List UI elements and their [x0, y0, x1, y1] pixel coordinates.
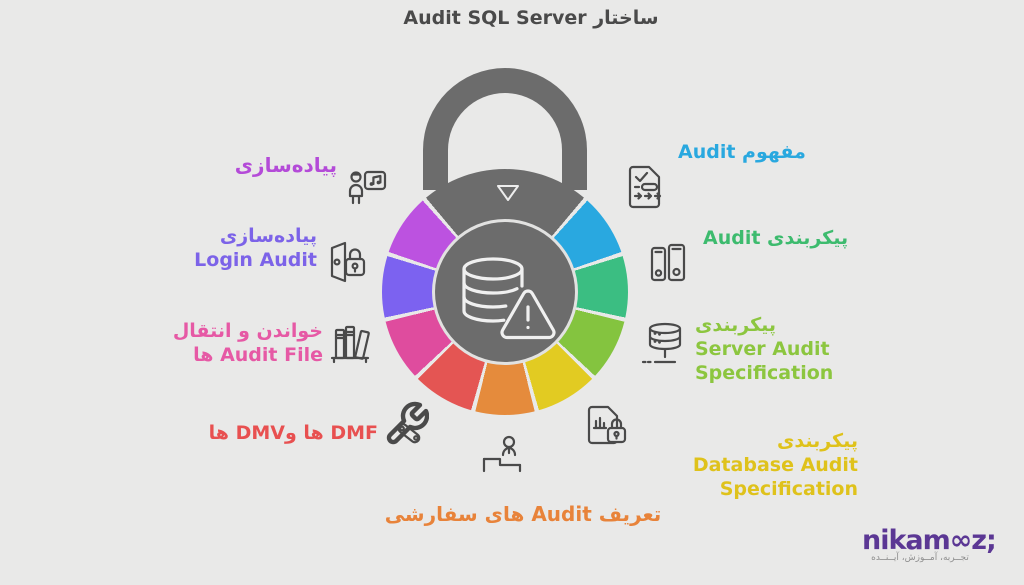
triangle-down-icon — [496, 184, 520, 202]
nikamooz-logo: nikam∞z; — [862, 525, 997, 556]
label-implementation: پیاده‌سازی — [234, 153, 337, 177]
person-desk-icon — [479, 434, 527, 478]
label-configure-audit: پیکربندی Audit — [703, 227, 849, 249]
audit-document-icon — [622, 163, 668, 211]
person-board-icon — [343, 164, 391, 210]
label-audit-files: خواندن و انتقال Audit File ها — [172, 320, 323, 366]
label-login-audit: پیاده‌سازی Login Audit — [194, 225, 317, 271]
label-dmv-dmf: DMF ها وDMV ها — [208, 422, 378, 444]
label-server-audit-spec: پیکربندی Server Audit Specification — [695, 314, 834, 384]
binders-icon — [646, 240, 690, 286]
database-warning-icon — [447, 247, 567, 351]
document-chart-lock-icon — [584, 402, 632, 450]
page-title: ساختار Audit SQL Server — [403, 7, 659, 29]
logo-tagline: تجــربه، آمــوزش، آیــنــده — [871, 553, 969, 563]
server-icon — [640, 320, 690, 370]
label-database-audit-spec: پیکربندی Database Audit Specification — [692, 430, 858, 500]
door-lock-icon — [322, 240, 368, 284]
label-audit-concept: مفهوم Audit — [678, 141, 806, 163]
label-custom-audits: تعریف Audit های سفارشی — [384, 502, 662, 526]
bookshelf-icon — [325, 318, 373, 366]
tools-icon — [383, 400, 429, 448]
